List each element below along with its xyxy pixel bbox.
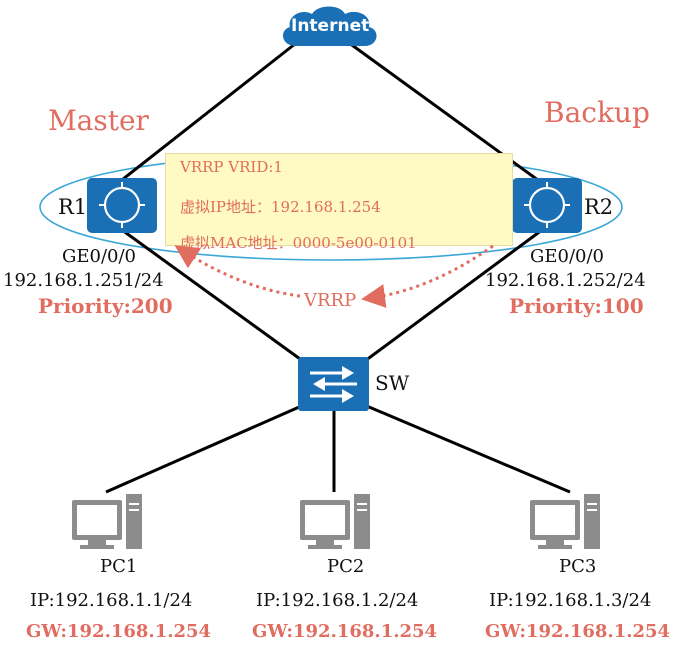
pc1-ip: IP:192.168.1.1/24 bbox=[30, 590, 193, 611]
pc1-icon bbox=[72, 494, 142, 549]
vrrp-vrid: VRRP VRID:1 bbox=[180, 158, 283, 176]
pc3-ip: IP:192.168.1.3/24 bbox=[489, 590, 652, 611]
virtual-mac: 虚拟MAC地址：0000-5e00-0101 bbox=[180, 234, 417, 252]
pc1-name: PC1 bbox=[100, 556, 138, 577]
pc2-name: PC2 bbox=[327, 556, 365, 577]
r2-priority: Priority:100 bbox=[509, 294, 644, 318]
virtual-ip: 虚拟IP地址：192.168.1.254 bbox=[180, 198, 381, 216]
pc2-ip: IP:192.168.1.2/24 bbox=[256, 590, 419, 611]
pc1-gateway: GW:192.168.1.254 bbox=[26, 621, 212, 642]
internet-label: Internet bbox=[291, 16, 370, 36]
link-internet-r1 bbox=[117, 38, 301, 185]
r2-name: R2 bbox=[584, 195, 614, 219]
r1-priority: Priority:200 bbox=[38, 294, 173, 318]
vrrp-link-label: VRRP bbox=[304, 290, 357, 311]
r2-interface: GE0/0/0 bbox=[530, 246, 605, 267]
pc2-icon bbox=[300, 494, 370, 549]
r2-ip: 192.168.1.252/24 bbox=[485, 270, 646, 291]
pc3-gateway: GW:192.168.1.254 bbox=[485, 621, 671, 642]
link-switch-pc1 bbox=[105, 402, 307, 494]
pc3-icon bbox=[530, 494, 600, 549]
r1-ip: 192.168.1.251/24 bbox=[3, 270, 164, 291]
router-r2-icon bbox=[512, 178, 582, 233]
link-r1-switch bbox=[121, 228, 319, 374]
router-r1-icon bbox=[87, 178, 157, 233]
pc2-gateway: GW:192.168.1.254 bbox=[252, 621, 438, 642]
vrrp-info-callout: VRRP VRID:1 虚拟IP地址：192.168.1.254 虚拟MAC地址… bbox=[165, 153, 513, 252]
r1-interface: GE0/0/0 bbox=[62, 246, 137, 267]
backup-role-label: Backup bbox=[544, 96, 650, 129]
master-role-label: Master bbox=[48, 104, 149, 137]
pc3-name: PC3 bbox=[559, 556, 597, 577]
switch-icon bbox=[298, 357, 369, 411]
link-switch-pc3 bbox=[361, 402, 571, 494]
switch-label: SW bbox=[375, 371, 410, 395]
link-r2-switch bbox=[349, 228, 543, 374]
r1-name: R1 bbox=[58, 195, 88, 219]
internet-cloud-icon bbox=[283, 6, 377, 46]
